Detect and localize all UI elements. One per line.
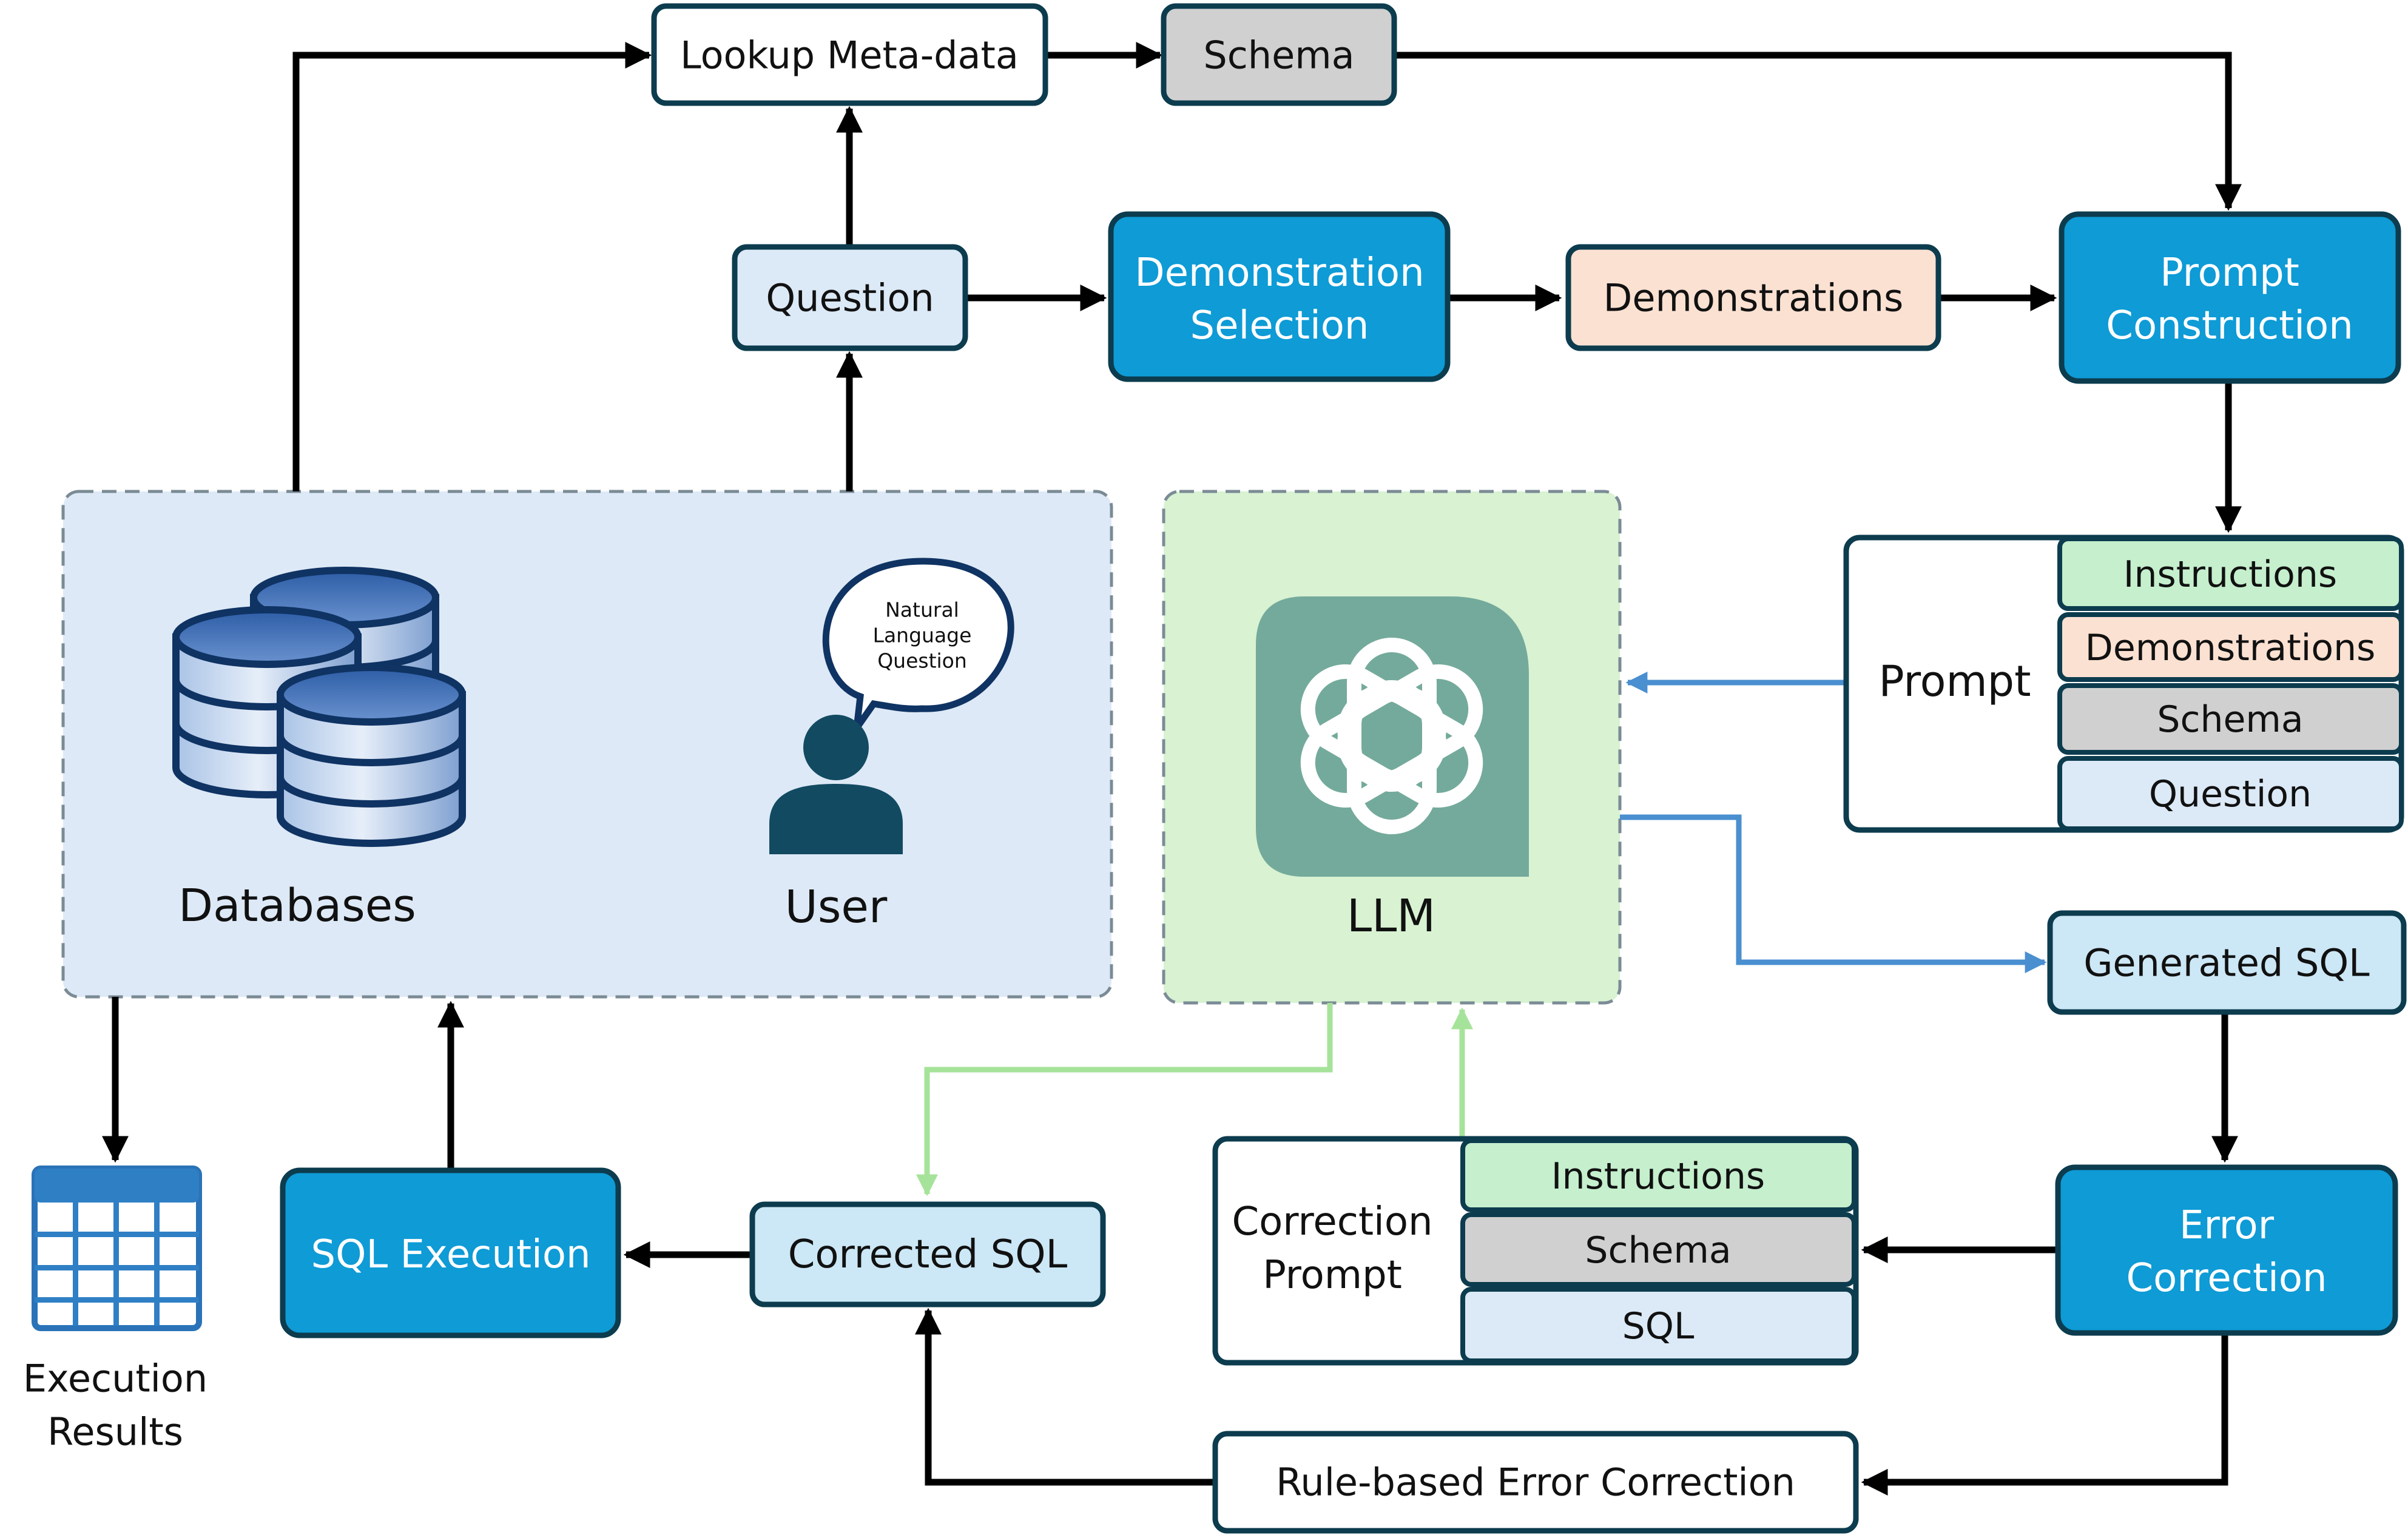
arrow-llm-to-corrected-sql [916, 1003, 1333, 1196]
prompt-label: Prompt [1878, 656, 2031, 706]
prompt-block: Prompt Instructions Demonstrations Schem… [1843, 535, 2404, 833]
error-correction-line1: Error [2179, 1203, 2275, 1248]
lookup-metadata-label: Lookup Meta-data [680, 33, 1019, 78]
correction-part-schema: Schema [1460, 1212, 1857, 1287]
error-correction-line2: Correction [2126, 1256, 2327, 1301]
openai-logo-icon [1256, 596, 1529, 877]
schema-node: Schema [1161, 3, 1397, 106]
correction-part-instructions-label: Instructions [1551, 1155, 1765, 1198]
databases-label: Databases [178, 880, 416, 932]
prompt-construction-node: Prompt Construction [2059, 211, 2401, 384]
arrow-llm-to-generated-sql [1620, 814, 2047, 973]
prompt-part-demonstrations: Demonstrations [2057, 612, 2404, 682]
correction-prompt-block: Correction Prompt Instructions Schema SQ… [1212, 1136, 1859, 1366]
corrected-sql-label: Corrected SQL [788, 1232, 1068, 1277]
logo-petal-6 [1300, 664, 1446, 786]
database-cylinder-front [277, 664, 466, 847]
correction-part-sql-label: SQL [1622, 1305, 1695, 1348]
question-label: Question [766, 276, 934, 320]
prompt-construction-line1: Prompt [2160, 251, 2299, 295]
demonstration-selection-node: Demonstration Selection [1108, 211, 1451, 382]
generated-sql-node: Generated SQL [2047, 910, 2407, 1015]
prompt-part-demonstrations-label: Demonstrations [2085, 627, 2376, 669]
correction-part-instructions: Instructions [1460, 1138, 1857, 1212]
execution-results-line2: Results [47, 1410, 183, 1454]
arrows-black [102, 42, 2242, 1496]
speech-bubble-line1: Natural [885, 598, 959, 622]
sql-execution-node: SQL Execution [280, 1167, 621, 1338]
arrows-blue [1620, 672, 2047, 973]
prompt-part-schema: Schema [2057, 683, 2404, 755]
speech-bubble-icon: Natural Language Question [822, 558, 1014, 730]
user-icon [769, 715, 903, 854]
question-node: Question [732, 244, 968, 351]
correction-prompt-line2: Prompt [1263, 1253, 1402, 1298]
speech-bubble-line2: Language [873, 624, 972, 647]
arrow-schema-to-prompt-construction [1395, 52, 2242, 211]
execution-results-line1: Execution [23, 1357, 207, 1401]
speech-bubble-line3: Question [877, 649, 967, 673]
arrows-green [916, 1003, 1473, 1196]
demonstrations-label: Demonstrations [1604, 276, 1904, 320]
llm-label: LLM [1347, 890, 1435, 942]
schema-label: Schema [1203, 33, 1354, 78]
error-correction-node: Error Correction [2055, 1164, 2398, 1336]
corrected-sql-node: Corrected SQL [749, 1201, 1106, 1307]
prompt-part-schema-label: Schema [2157, 698, 2303, 741]
arrow-error-correction-to-rule-based [1861, 1333, 2228, 1496]
user-label: User [785, 881, 888, 933]
prompt-part-question-label: Question [2149, 773, 2312, 815]
generated-sql-label: Generated SQL [2083, 941, 2370, 985]
arrow-databases-to-lookup [292, 42, 652, 491]
rule-based-correction-node: Rule-based Error Correction [1212, 1431, 1859, 1534]
prompt-part-instructions: Instructions [2057, 536, 2404, 611]
rule-based-correction-label: Rule-based Error Correction [1276, 1460, 1795, 1505]
correction-part-sql: SQL [1460, 1287, 1857, 1363]
demonstration-selection-line2: Selection [1190, 303, 1369, 348]
demonstration-selection-line1: Demonstration [1135, 251, 1424, 295]
correction-prompt-line1: Correction [1232, 1199, 1432, 1244]
prompt-part-instructions-label: Instructions [2123, 553, 2337, 596]
arrow-rule-based-to-corrected-sql [915, 1307, 1213, 1486]
table-icon [32, 1166, 202, 1331]
correction-part-schema-label: Schema [1585, 1229, 1731, 1272]
sql-execution-label: SQL Execution [311, 1232, 590, 1277]
demonstrations-node: Demonstrations [1565, 244, 1941, 351]
lookup-metadata-node: Lookup Meta-data [651, 3, 1048, 106]
prompt-part-question: Question [2057, 756, 2404, 831]
database-icon [172, 567, 466, 847]
prompt-construction-line2: Construction [2106, 303, 2353, 348]
